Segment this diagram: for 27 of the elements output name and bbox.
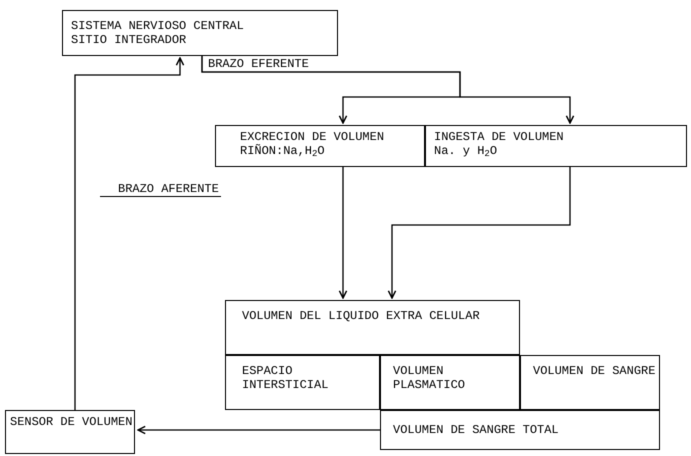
text-box: [5, 410, 135, 454]
text-box: [62, 10, 338, 56]
edge-label: BRAZO AFERENTE: [100, 182, 221, 197]
box-text: SISTEMA NERVIOSO CENTRAL: [71, 19, 245, 33]
text-box: [215, 125, 425, 167]
box-text: INGESTA DE VOLUMEN: [434, 130, 565, 144]
arrow: [137, 426, 380, 434]
box-text: RIÑON:Na,H$_{2}$O: [240, 144, 326, 158]
box-text: ESPACIO INTERSTICIAL: [242, 364, 330, 392]
arrow: [338, 167, 348, 299]
box-text: SENSOR DE VOLUMEN: [10, 415, 134, 429]
box-text: VOLUMEN DE SANGRE TOTAL: [393, 423, 560, 437]
arrow: [201, 56, 574, 124]
text-box: [225, 300, 520, 355]
arrow: [74, 57, 184, 410]
text-box: [380, 355, 520, 410]
box-text: EXCRECION DE VOLUMEN: [240, 130, 386, 144]
box-text: VOLUMEN DE SANGRE: [533, 364, 656, 378]
box-text: Na. y H$_{2}$O: [434, 144, 498, 158]
text-box: [225, 355, 380, 410]
box-text: VOLUMEN PLASMATICO: [393, 364, 466, 392]
text-box: [520, 355, 660, 410]
arrow: [388, 167, 571, 299]
box-text: SITIO INTEGRADOR: [71, 33, 188, 47]
text-box: [380, 410, 660, 450]
text-box: [425, 125, 687, 167]
box-text: VOLUMEN DEL LIQUIDO EXTRA CELULAR: [242, 309, 481, 323]
